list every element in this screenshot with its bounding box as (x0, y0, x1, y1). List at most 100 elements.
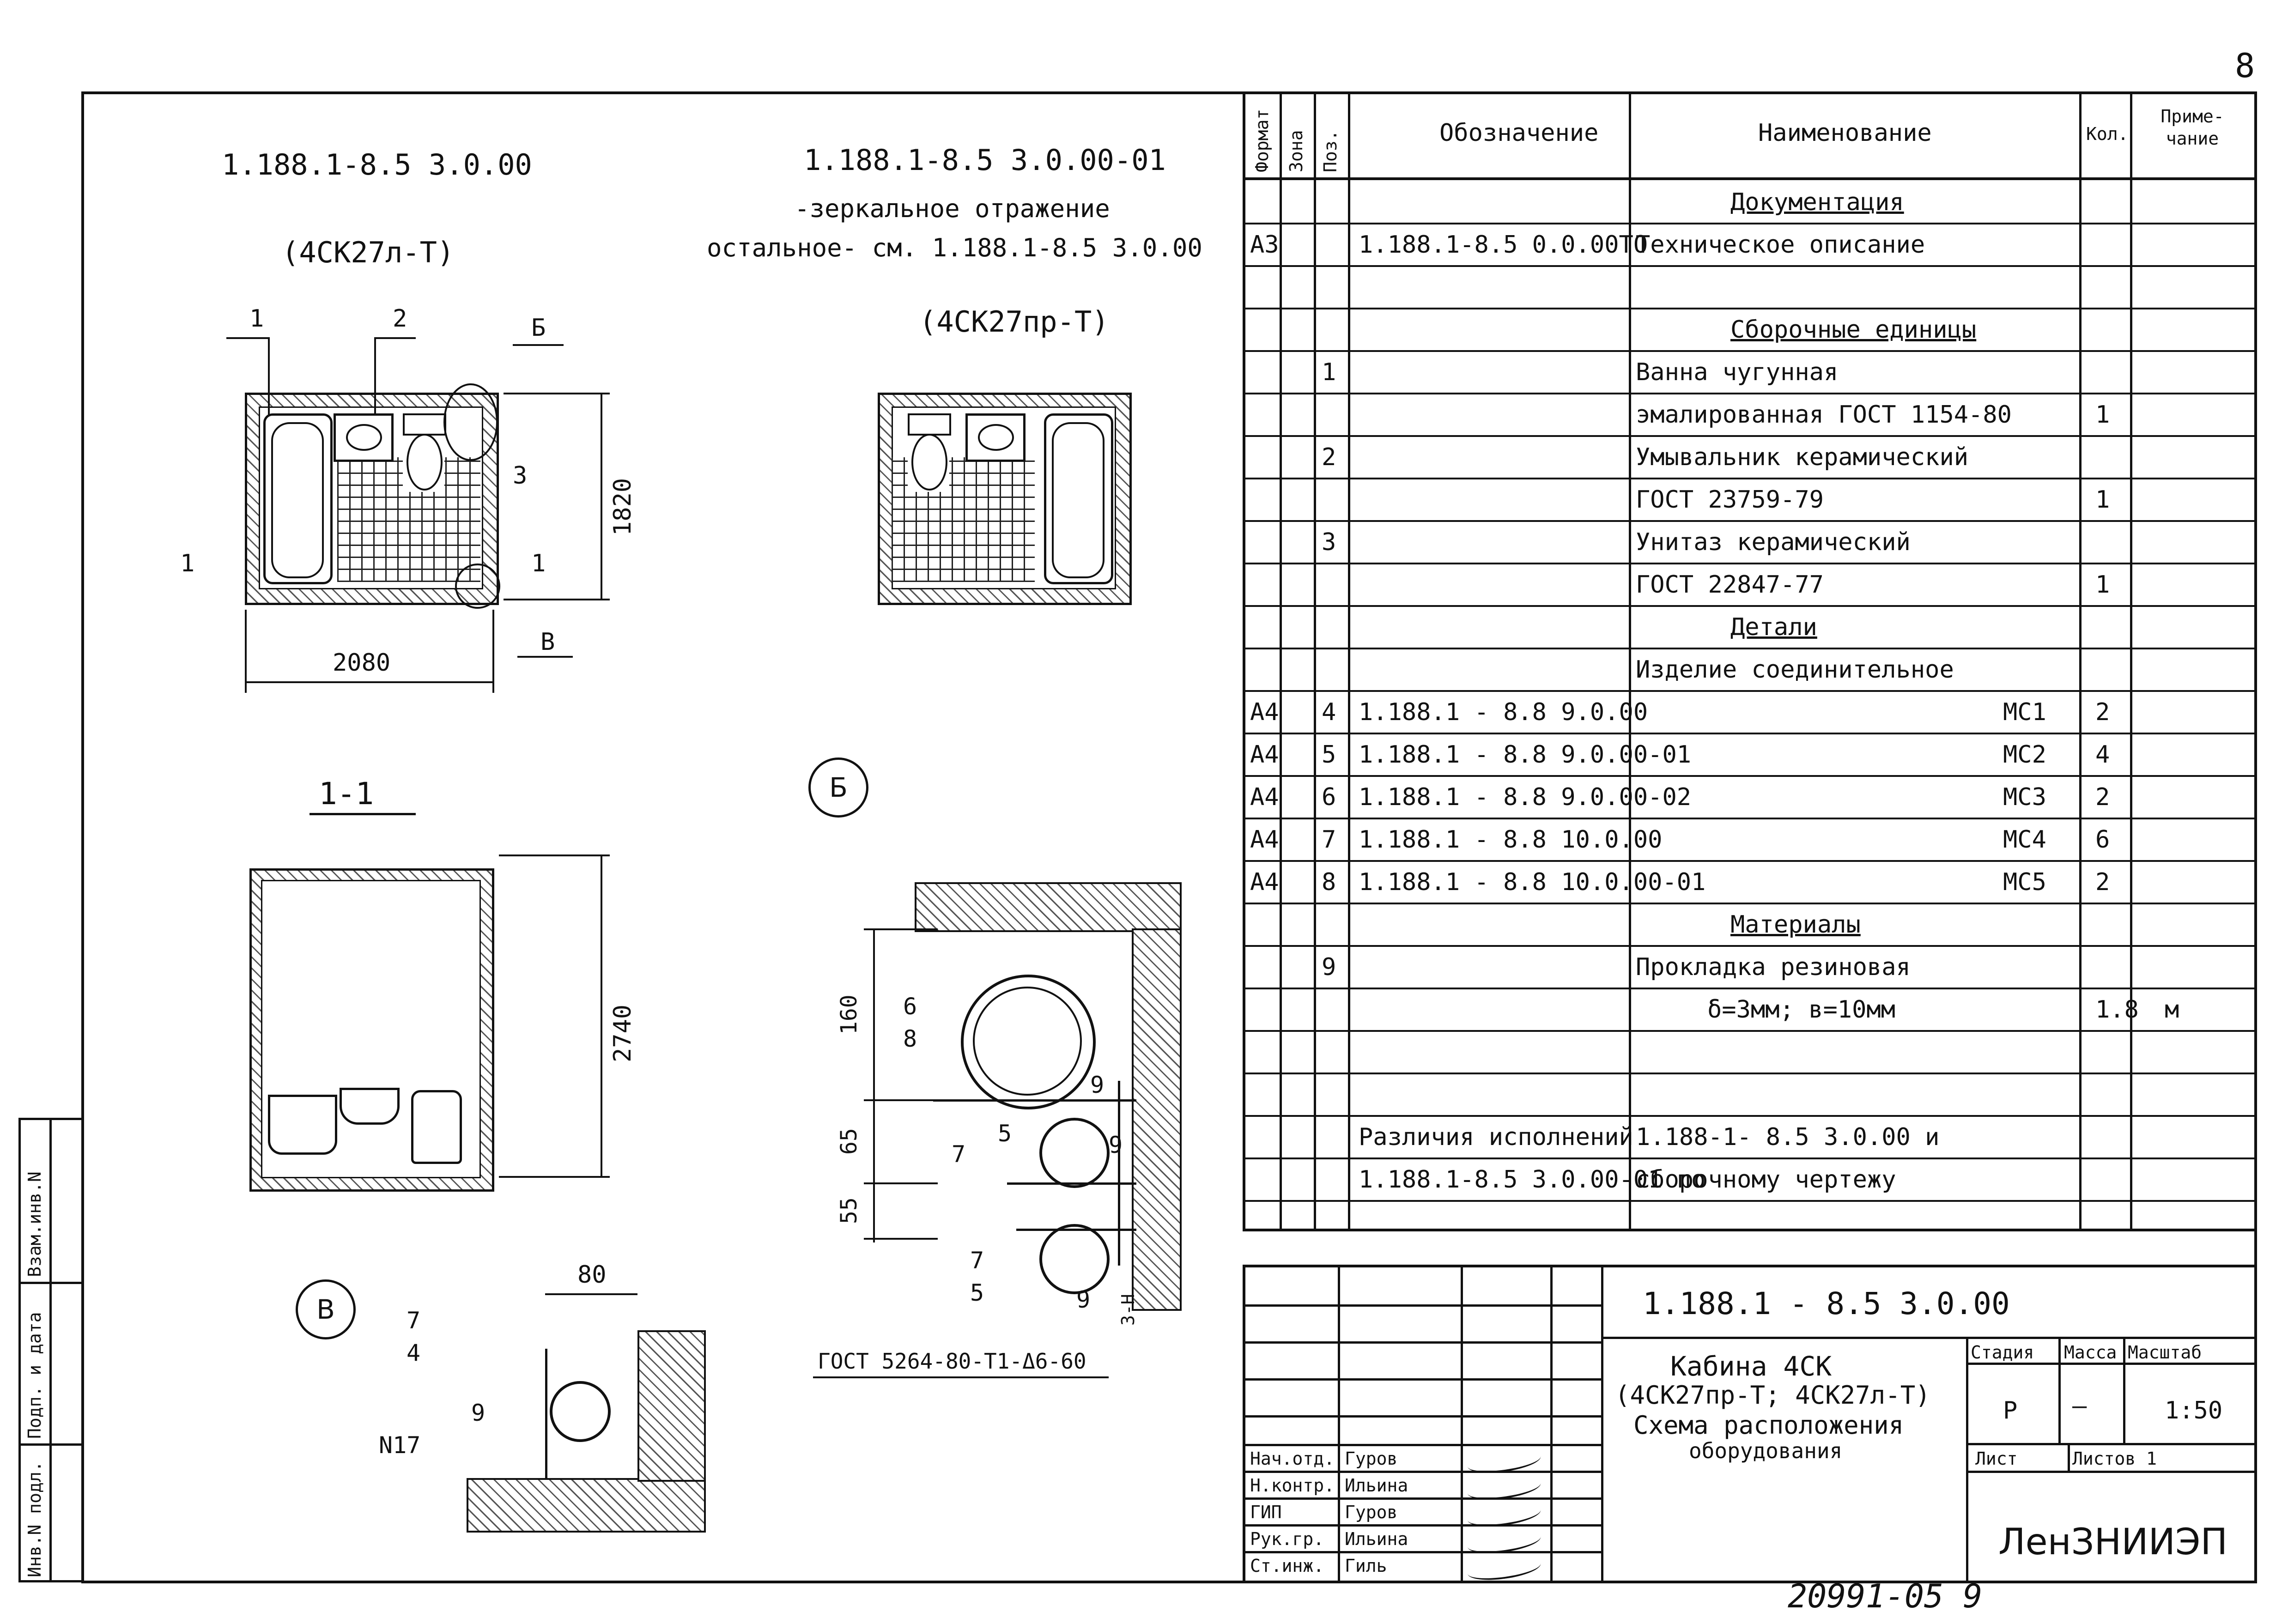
row-name: Ванна чугунная (1636, 358, 1839, 386)
dim-65: 65 (836, 1128, 862, 1155)
weld-mark: 3-Н (1118, 1294, 1138, 1326)
page-number: 8 (2235, 46, 2255, 85)
footer-number: 20991-05 9 (1788, 1577, 1983, 1615)
tb-role: Ст.инж. (1250, 1556, 1324, 1576)
dim-width: 2080 (333, 649, 391, 677)
plan-b-code: 1.188.1-8.5 3.0.00-01 (804, 143, 1166, 177)
row-position: 9 (1322, 953, 1336, 981)
sink-section (340, 1088, 400, 1125)
spec-table: Формат Зона Поз. Обозначение Наименовани… (1243, 91, 2254, 1231)
hdr-zone: Зона (1286, 130, 1306, 172)
hdr-qty: Кол. (2086, 124, 2129, 144)
row-name: Унитаз керамический (1636, 528, 1911, 556)
side-stamp-vzam: Взам.инв.N (24, 1171, 45, 1277)
hdr-note: Приме-чание (2160, 106, 2224, 149)
row-format: А4 (1250, 741, 1279, 769)
drawing-frame (81, 91, 2257, 1583)
pipe-small (1039, 1224, 1110, 1294)
dim-line-width (245, 681, 494, 683)
callout-b-5b: 5 (970, 1279, 984, 1306)
callout-v: В (540, 628, 555, 656)
row-position: 4 (1322, 698, 1336, 726)
plan-b-model: (4СК27пр-Т) (919, 305, 1109, 339)
section-mark-right: 1 (531, 550, 546, 577)
row-position: 6 (1322, 783, 1336, 811)
row-name: Прокладка резиновая (1636, 953, 1911, 981)
tb-title1: Кабина 4СК (1670, 1351, 1832, 1382)
hdr-pos: Поз. (1320, 130, 1341, 172)
dim-section-height: 2740 (609, 1004, 637, 1062)
callout-b-7b: 7 (970, 1247, 984, 1274)
hdr-format: Формат (1252, 109, 1272, 172)
tb-role: ГИП (1250, 1502, 1282, 1522)
row-designation: 1.188.1-8.5 3.0.00-01 по (1359, 1166, 1706, 1194)
row-quantity: 6 (2095, 826, 2110, 854)
gost-note: ГОСТ 5264-80-Т1-Δ6-60 (818, 1349, 1086, 1374)
row-format: А4 (1250, 698, 1279, 726)
row-name: Сборочные единицы (1730, 316, 1977, 344)
tb-role: Рук.гр. (1250, 1529, 1324, 1549)
dim-160: 160 (836, 994, 862, 1035)
tb-person-name: Гуров (1345, 1502, 1398, 1522)
row-name: МС4 (2003, 826, 2046, 854)
callout-v-7: 7 (407, 1307, 421, 1334)
row-quantity: 2 (2095, 698, 2110, 726)
tb-sheets-h: Листов 1 (2072, 1448, 2157, 1469)
detail-v-label: В (296, 1279, 356, 1339)
row-quantity: 1 (2095, 486, 2110, 514)
detail-b-label: Б (808, 757, 868, 818)
bathtub-section (268, 1095, 337, 1155)
tb-role: Н.контр. (1250, 1475, 1335, 1496)
plan-b-note2: остальное- см. 1.188.1-8.5 3.0.00 (707, 233, 1202, 262)
row-name: Изделие соединительное (1636, 656, 1954, 684)
row-name: МС3 (2003, 783, 2046, 811)
callout-b-9c: 9 (1076, 1286, 1091, 1313)
plan-a-code: 1.188.1-8.5 3.0.00 (222, 148, 532, 182)
hdr-name: Наименование (1758, 119, 1932, 147)
tb-person-name: Гуров (1345, 1448, 1398, 1469)
tb-sheet-h: Лист (1975, 1448, 2018, 1469)
row-name: Материалы (1730, 911, 1861, 939)
row-name: ГОСТ 23759-79 (1636, 486, 1824, 514)
dim-line-height (601, 393, 602, 600)
row-name: МС2 (2003, 741, 2046, 769)
dim-height: 1820 (609, 478, 637, 536)
row-quantity: 1 (2095, 571, 2110, 599)
hdr-designation: Обозначение (1439, 119, 1599, 147)
tb-title3: Схема расположения (1633, 1411, 1904, 1440)
pipe-v (550, 1381, 611, 1442)
section-mark-left: 1 (180, 550, 195, 577)
tb-person-name: Гиль (1345, 1556, 1387, 1576)
callout-b-8: 8 (903, 1025, 917, 1052)
row-note: м (2165, 996, 2179, 1024)
detail-v-wall (637, 1330, 706, 1482)
toilet-section (411, 1090, 462, 1164)
callout-v-4: 4 (407, 1339, 421, 1366)
plan-a-model: (4СК27л-Т) (282, 236, 455, 269)
row-name: δ=3мм; в=10мм (1707, 996, 1895, 1024)
tb-role: Нач.отд. (1250, 1448, 1335, 1469)
row-format: А4 (1250, 868, 1279, 896)
side-stamp: Инв.N подл. Подп. и дата Взам.инв.N (18, 1118, 84, 1582)
row-position: 2 (1322, 443, 1336, 471)
row-quantity: 1.8 (2095, 996, 2139, 1024)
row-name: Умывальник керамический (1636, 443, 1969, 471)
row-quantity: 2 (2095, 783, 2110, 811)
plan-a-circle-v (455, 564, 500, 609)
row-quantity: 1 (2095, 401, 2110, 429)
detail-b-wall-right (1132, 928, 1182, 1311)
tb-stage-h: Стадия (1971, 1342, 2034, 1363)
row-name: 1.188-1- 8.5 3.0.00 и (1636, 1123, 1940, 1151)
row-name: эмалированная ГОСТ 1154-80 (1636, 401, 2012, 429)
tb-doc-code: 1.188.1 - 8.5 3.0.00 (1643, 1286, 2010, 1321)
dim-line-b (873, 928, 875, 1242)
sink-icon (965, 413, 1026, 462)
row-name: МС1 (2003, 698, 2046, 726)
row-format: А4 (1250, 783, 1279, 811)
callout-b-7a: 7 (952, 1141, 966, 1168)
row-position: 7 (1322, 826, 1336, 854)
pipe-large (961, 975, 1096, 1109)
tb-title4: оборудования (1689, 1438, 1843, 1463)
row-designation: 1.188.1 - 8.8 9.0.00-01 (1359, 741, 1692, 769)
